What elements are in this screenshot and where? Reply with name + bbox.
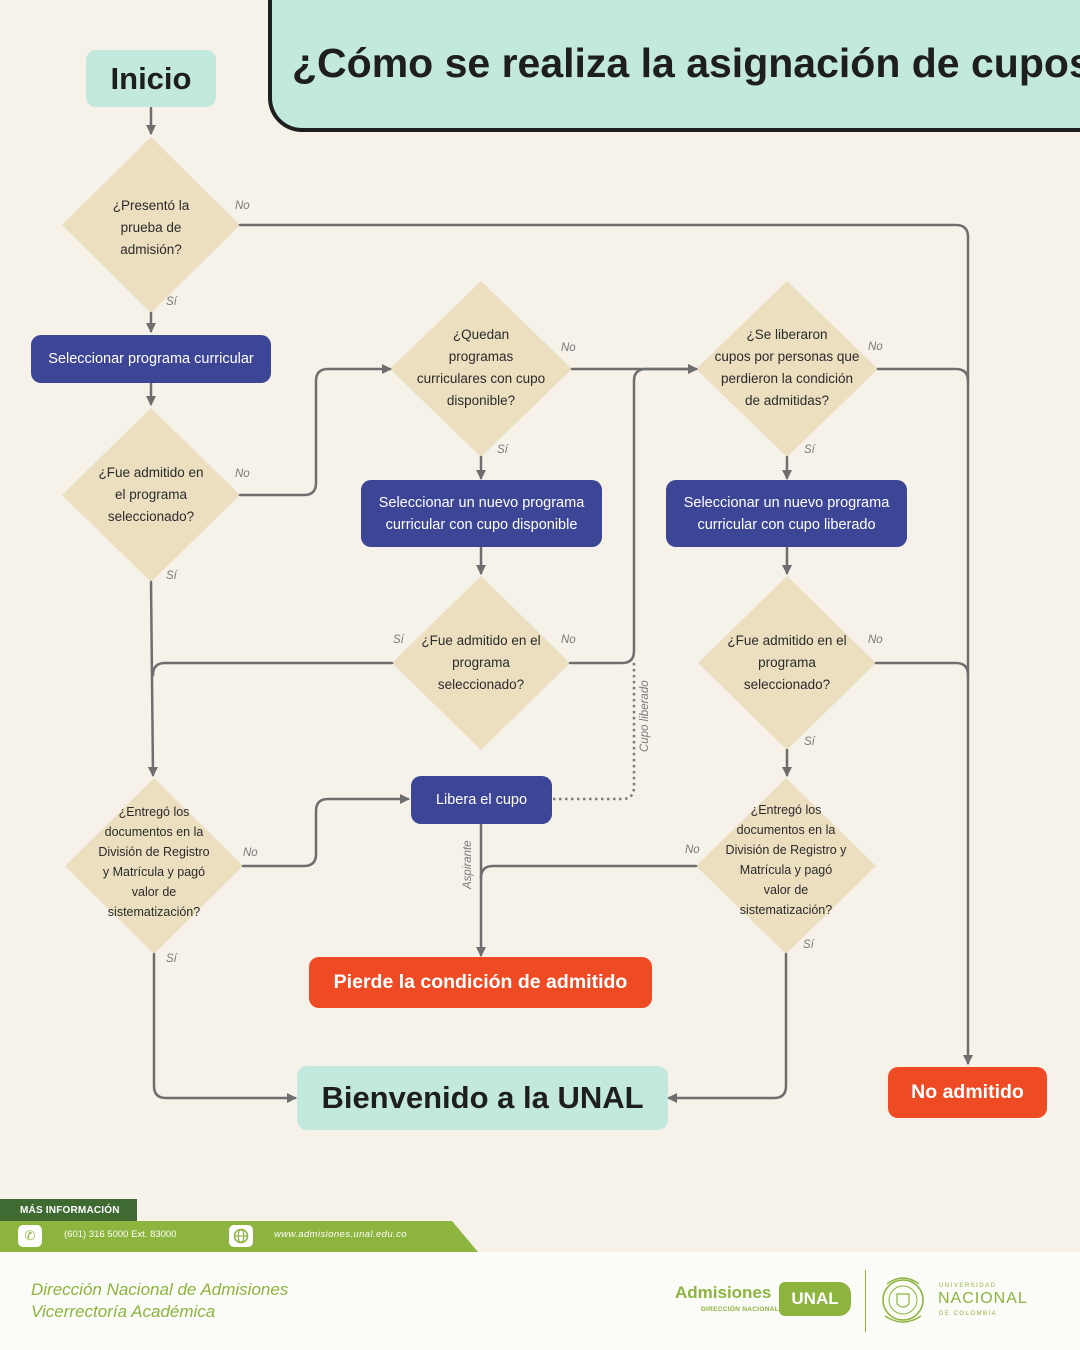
brand-subtitle: DIRECCIÓN NACIONAL <box>701 1306 779 1313</box>
decision-line: programa <box>758 655 816 670</box>
decision-line: valor de <box>763 883 809 897</box>
decision-shapes <box>62 137 878 954</box>
decision-admitido-3-text: ¿Fue admitido en el programa seleccionad… <box>712 630 862 696</box>
footer-line-1: Dirección Nacional de Admisiones <box>31 1280 289 1299</box>
decision-line: perdieron la condición <box>720 371 854 386</box>
univ-bottom: DE COLOMBIA <box>939 1311 998 1317</box>
brand-admisiones: Admisiones <box>675 1283 772 1302</box>
decision-line: ¿Entregó los <box>750 803 822 817</box>
outcome-not-admitted: No admitido <box>888 1067 1047 1118</box>
process-select-program: Seleccionar programa curricular <box>31 335 271 383</box>
decision-line: sistematización? <box>739 903 833 917</box>
label-no: No <box>235 468 250 480</box>
footer <box>0 1252 1080 1350</box>
decision-quedan-text: ¿Quedan programas curriculares con cupo … <box>406 324 556 412</box>
label-yes: Sí <box>804 736 815 748</box>
decision-diamond-presento <box>62 137 240 313</box>
decision-diamond-admitido-3 <box>698 576 876 750</box>
label-no: No <box>868 341 883 353</box>
decision-line: cupos por personas que <box>714 349 860 364</box>
decision-diamond-quedan <box>390 281 572 457</box>
decision-line: programas <box>448 349 514 364</box>
decision-diamond-admitido-1 <box>62 408 240 582</box>
decision-line: Matrícula y pagó <box>739 863 833 877</box>
label-no: No <box>235 200 250 212</box>
decision-diamond-admitido-2 <box>392 576 570 750</box>
start-node: Inicio <box>86 50 216 107</box>
decision-admitido-1-text: ¿Fue admitido en el programa seleccionad… <box>81 462 221 528</box>
label-yes: Sí <box>166 953 177 965</box>
label-no: No <box>243 847 258 859</box>
decision-line: el programa <box>114 487 188 502</box>
univ-top: UNIVERSIDAD <box>939 1283 997 1289</box>
decision-line: prueba de <box>120 220 182 235</box>
decision-line: sistematización? <box>107 905 201 919</box>
decision-line: ¿Entregó los <box>118 805 190 819</box>
process-release-seat: Libera el cupo <box>411 776 552 824</box>
decision-line: seleccionado? <box>437 677 525 692</box>
decision-line: valor de <box>131 885 177 899</box>
label-cupo-liberado: Cupo liberado <box>639 680 651 752</box>
decision-line: ¿Fue admitido en el <box>421 633 541 648</box>
brand-unal-badge: UNAL <box>779 1282 851 1316</box>
arrows <box>146 106 973 1103</box>
label-aspirante: Aspirante <box>462 840 474 889</box>
outcome-welcome: Bienvenido a la UNAL <box>297 1066 668 1130</box>
decision-admitido-2-text: ¿Fue admitido en el programa seleccionad… <box>406 630 556 696</box>
decision-line: ¿Fue admitido en <box>98 465 204 480</box>
process-select-released-program: Seleccionar un nuevo programa curricular… <box>666 480 907 547</box>
title-box <box>268 0 1080 132</box>
label-yes: Sí <box>393 634 404 646</box>
footer-divider <box>865 1270 866 1332</box>
outcome-lose-admission: Pierde la condición de admitido <box>309 957 652 1008</box>
label-no: No <box>561 342 576 354</box>
decision-diamond-entrego-1 <box>65 778 243 954</box>
dotted-cupo-liberado <box>553 660 636 801</box>
decision-line: ¿Fue admitido en el <box>727 633 847 648</box>
decision-line: ¿Quedan <box>452 327 510 342</box>
decision-line: curriculares con cupo <box>416 371 546 386</box>
decision-diamond-entrego-2 <box>696 778 876 954</box>
unal-seal-icon <box>882 1277 924 1323</box>
label-no: No <box>685 844 700 856</box>
label-yes: Sí <box>803 939 814 951</box>
label-no: No <box>868 634 883 646</box>
decision-line: ¿Se liberaron <box>746 327 828 342</box>
label-yes: Sí <box>497 444 508 456</box>
decision-entrego-1-text: ¿Entregó los documentos en la División d… <box>84 802 224 922</box>
decision-line: seleccionado? <box>743 677 831 692</box>
decision-line: de admitidas? <box>744 393 830 408</box>
decision-line: División de Registro y <box>725 843 847 857</box>
decision-line: documentos en la <box>736 823 836 837</box>
decision-diamond-liberaron <box>696 281 878 457</box>
decision-line: programa <box>452 655 510 670</box>
decision-line: disponible? <box>446 393 516 408</box>
decision-line: y Matrícula y pagó <box>102 865 206 879</box>
decision-entrego-2-text: ¿Entregó los documentos en la División d… <box>716 800 856 920</box>
phone-icon: ✆ <box>18 1225 42 1247</box>
label-yes: Sí <box>166 296 177 308</box>
phone-number[interactable]: (601) 316 5000 Ext. 83000 <box>64 1229 177 1240</box>
decision-line: documentos en la <box>104 825 204 839</box>
decision-liberaron-text: ¿Se liberaron cupos por personas que per… <box>707 324 867 412</box>
page-title: ¿Cómo se realiza la asignación de cupos? <box>292 40 1080 86</box>
footer-line-2: Vicerrectoría Académica <box>31 1302 216 1321</box>
decision-line: admisión? <box>120 242 182 257</box>
globe-icon <box>229 1225 253 1247</box>
decision-line: ¿Presentó la <box>112 198 190 213</box>
label-yes: Sí <box>804 444 815 456</box>
more-info-tab: MÁS INFORMACIÓN <box>0 1199 137 1221</box>
decision-line: División de Registro <box>98 845 210 859</box>
label-yes: Sí <box>166 570 177 582</box>
website-link[interactable]: www.admisiones.unal.edu.co <box>274 1229 407 1240</box>
decision-presento-text: ¿Presentó la prueba de admisión? <box>91 195 211 261</box>
univ-name: NACIONAL <box>938 1290 1028 1307</box>
process-select-available-program: Seleccionar un nuevo programa curricular… <box>361 480 602 547</box>
label-no: No <box>561 634 576 646</box>
decision-line: seleccionado? <box>107 509 195 524</box>
